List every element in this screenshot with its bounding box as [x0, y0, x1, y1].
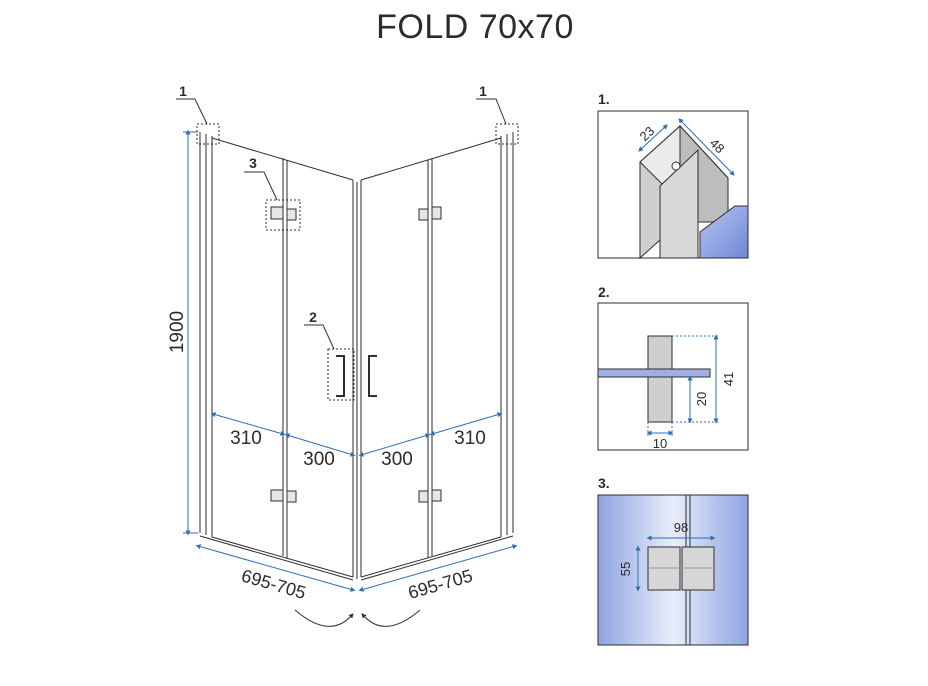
- base-right-label: 695-705: [406, 566, 475, 603]
- detail-2-label: 2.: [598, 284, 610, 300]
- swing-arrow-icon: [294, 609, 421, 627]
- detail-1-panel: [597, 110, 749, 260]
- detail-2-dim: 41: [721, 372, 736, 386]
- panel-width-label: 310: [454, 428, 486, 449]
- panel-dimension-lines: [210, 412, 503, 457]
- callout-label: 1: [479, 83, 487, 99]
- detail-3-panel: [597, 494, 749, 646]
- hinge-icon: [270, 206, 442, 503]
- screw-icon: [671, 161, 681, 171]
- base-left-label: 695-705: [239, 566, 308, 603]
- panel-width-label: 310: [230, 428, 262, 449]
- detail-1-label: 1.: [598, 91, 610, 107]
- detail-3-dim: 98: [674, 520, 688, 535]
- detail-3-dim: 55: [618, 562, 633, 576]
- callout-label: 2: [309, 309, 317, 325]
- height-dimension-line: [183, 129, 198, 536]
- shower-enclosure-drawing: [176, 98, 519, 581]
- left-wall-profile: [199, 132, 213, 537]
- base-dimension-lines: [195, 544, 518, 592]
- detail-3-label: 3.: [598, 475, 610, 491]
- height-label: 1900: [167, 311, 188, 353]
- center-corner-post: [352, 180, 362, 579]
- page-title: FOLD 70x70: [376, 8, 574, 46]
- detail-2-dim: 20: [694, 392, 709, 406]
- detail-2-dim: 10: [653, 436, 667, 451]
- right-wall-profile: [500, 132, 514, 537]
- callout-boxes: [196, 123, 519, 401]
- callout-leaders: [176, 98, 507, 350]
- detail-2-panel: [597, 302, 749, 451]
- callout-label: 3: [249, 155, 257, 171]
- panel-width-label: 300: [303, 449, 335, 470]
- panel-width-label: 300: [381, 449, 413, 470]
- handle-icon: [336, 355, 377, 397]
- callout-label: 1: [179, 83, 187, 99]
